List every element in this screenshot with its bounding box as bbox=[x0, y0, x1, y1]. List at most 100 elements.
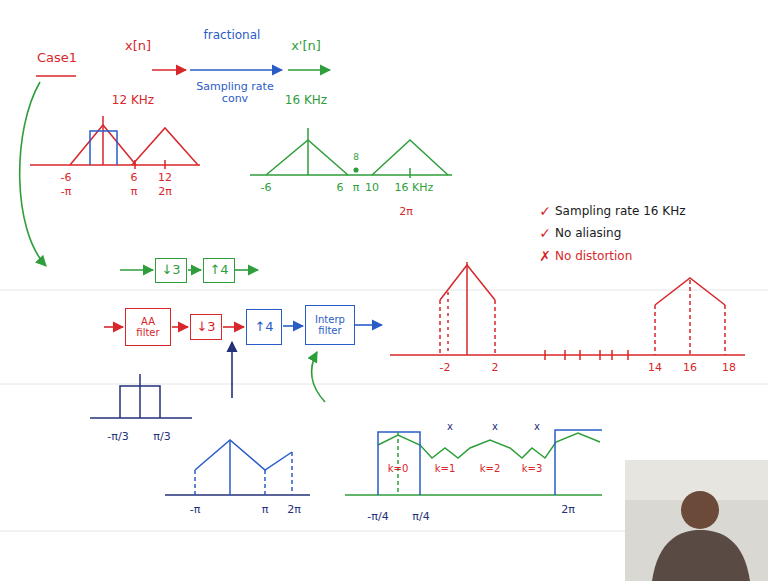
case-heading: Case1 bbox=[37, 51, 77, 65]
signal-arrow bbox=[172, 326, 188, 328]
upsampled-spectrum bbox=[378, 433, 600, 458]
sketch-label: 16 KHz bbox=[395, 182, 434, 194]
chain-arrow bbox=[120, 269, 153, 271]
process-box: ↓3 bbox=[190, 314, 222, 340]
sketch-label: π/4 bbox=[412, 511, 429, 523]
chain-arrow bbox=[231, 342, 233, 398]
output-spectrum bbox=[354, 168, 358, 172]
sketch-label: x[n] bbox=[125, 39, 151, 53]
sketch-label: 12 KHz bbox=[112, 94, 154, 107]
process-box: Interp filter bbox=[305, 305, 355, 345]
process-box: ↓3 bbox=[155, 258, 187, 283]
converted-spectrum bbox=[390, 354, 745, 356]
converted-spectrum bbox=[390, 262, 745, 360]
sketch-label: No distortion bbox=[555, 250, 632, 263]
box-text: ↓3 bbox=[196, 320, 215, 334]
lecturer-video bbox=[625, 460, 768, 581]
lecturer-video bbox=[652, 530, 750, 581]
sketch-label: 16 KHz bbox=[285, 94, 327, 107]
aa-response bbox=[90, 417, 192, 419]
system-arrow bbox=[288, 69, 330, 71]
sketch-label: 6 bbox=[337, 182, 344, 194]
input-spectrum bbox=[30, 116, 200, 169]
sketch-label: -6 bbox=[61, 172, 72, 184]
ruled-line bbox=[0, 384, 768, 385]
box-text: Interp filter bbox=[310, 314, 350, 336]
input-spectrum bbox=[102, 116, 104, 165]
signal-arrow bbox=[283, 325, 303, 327]
system-arrow bbox=[190, 69, 282, 71]
case-arrow bbox=[20, 82, 325, 402]
upsampled-spectrum bbox=[345, 430, 602, 495]
sketch-label: No aliasing bbox=[555, 227, 621, 240]
decimated-spectrum bbox=[194, 470, 196, 495]
box-text: ↓3 bbox=[161, 263, 180, 277]
sketch-label: 16 bbox=[683, 362, 697, 374]
ruled-line bbox=[0, 290, 768, 531]
converted-spectrum bbox=[494, 300, 496, 355]
converted-spectrum bbox=[466, 262, 468, 355]
sketch-label: fractional bbox=[204, 29, 261, 42]
output-spectrum bbox=[250, 174, 452, 176]
sketch-label: x bbox=[447, 421, 453, 432]
system-arrow bbox=[36, 70, 330, 76]
upsampled-spectrum bbox=[378, 432, 420, 495]
sketch-label: -π/3 bbox=[107, 431, 128, 443]
case-arrow bbox=[20, 82, 46, 266]
converted-spectrum bbox=[599, 350, 601, 360]
converted-spectrum bbox=[724, 305, 726, 355]
sketch-label: k=3 bbox=[522, 463, 543, 474]
decimated-spectrum bbox=[195, 440, 292, 470]
system-arrow bbox=[36, 75, 76, 76]
converted-spectrum bbox=[654, 305, 656, 355]
sketch-label: x bbox=[534, 421, 540, 432]
sketch-label: -π bbox=[61, 186, 72, 198]
sketch-label: k=1 bbox=[435, 463, 456, 474]
upsampled-spectrum bbox=[345, 494, 602, 496]
sketch-label: 2π bbox=[287, 504, 301, 516]
sketch-label: π bbox=[131, 186, 138, 198]
signal-arrow bbox=[223, 326, 244, 328]
sketch-label: -6 bbox=[261, 182, 272, 194]
box-text: ↑4 bbox=[209, 263, 228, 277]
input-spectrum bbox=[90, 131, 117, 165]
decimated-spectrum bbox=[165, 494, 310, 496]
converted-spectrum bbox=[611, 350, 613, 360]
sketch-label: 2π bbox=[399, 206, 413, 218]
process-box: AA filter bbox=[125, 308, 171, 346]
sketch-label: 6 bbox=[131, 172, 138, 184]
decimated-spectrum bbox=[229, 440, 231, 495]
sketch-label: π bbox=[353, 182, 360, 194]
sketch-label: ✓ bbox=[539, 226, 551, 241]
ruled-line bbox=[0, 290, 768, 291]
decimated-spectrum bbox=[291, 452, 293, 495]
lecturer-video bbox=[625, 460, 768, 581]
sketch-label: 2π bbox=[158, 186, 172, 198]
sketch-label: k=2 bbox=[480, 463, 501, 474]
output-spectrum bbox=[307, 128, 309, 175]
output-spectrum bbox=[409, 168, 411, 178]
output-spectrum bbox=[266, 140, 348, 175]
sketch-label: k=0 bbox=[388, 463, 409, 474]
input-spectrum bbox=[134, 160, 136, 169]
decimated-spectrum bbox=[264, 470, 266, 495]
converted-spectrum bbox=[627, 350, 629, 360]
signal-arrow bbox=[188, 269, 201, 271]
converted-spectrum bbox=[447, 292, 449, 355]
box-text: AA filter bbox=[130, 316, 166, 338]
chain-arrow bbox=[234, 269, 258, 271]
sketch-label: ✓ bbox=[539, 204, 551, 219]
input-spectrum bbox=[132, 128, 198, 165]
sketch-label: π bbox=[262, 504, 269, 516]
sketch-label: 8 bbox=[353, 153, 359, 163]
chain-arrow bbox=[352, 324, 382, 326]
input-spectrum bbox=[164, 160, 166, 169]
case-arrow bbox=[312, 352, 325, 402]
sketch-label: -2 bbox=[440, 362, 451, 374]
decimated-spectrum bbox=[165, 440, 310, 495]
converted-spectrum bbox=[564, 350, 566, 360]
process-box: ↑4 bbox=[203, 258, 235, 283]
